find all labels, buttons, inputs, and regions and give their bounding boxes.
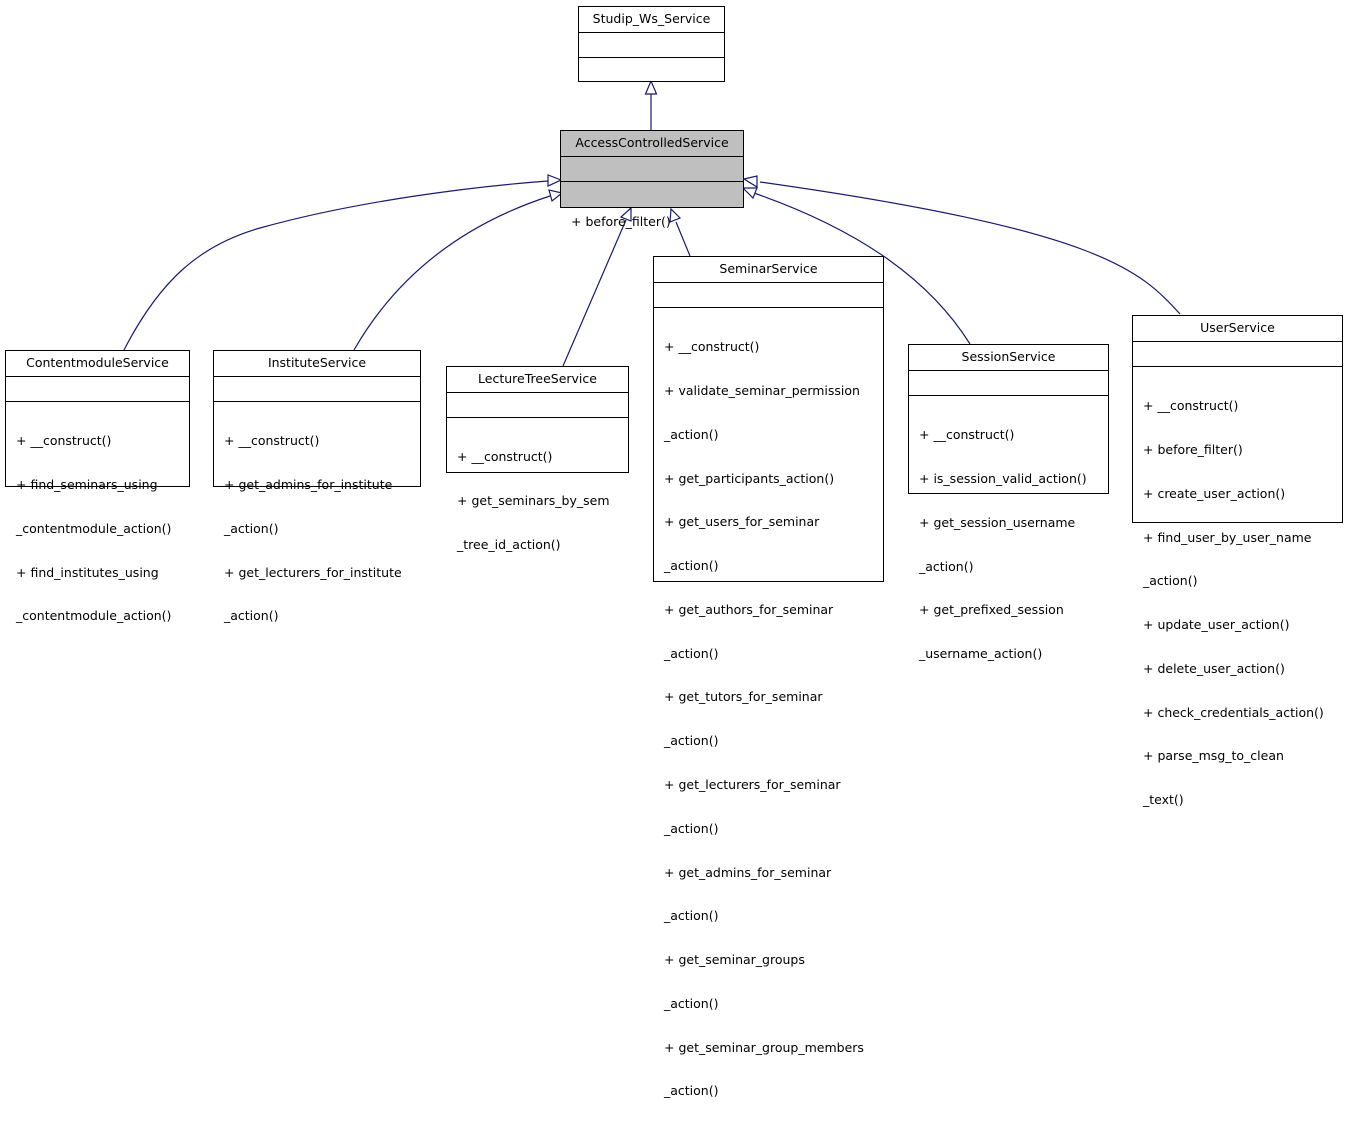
operation: + before_filter() [1143, 441, 1243, 457]
operation: + __construct() [1143, 398, 1239, 414]
operation: + get_admins_for_seminar [664, 864, 832, 880]
class-attributes [561, 157, 743, 182]
class-user-service: UserService + __construct() + before_fil… [1132, 315, 1343, 807]
operation: + find_user_by_user_name [1143, 529, 1312, 545]
class-institute-service: InstituteService + __construct() + get_a… [213, 350, 421, 623]
class-name: Studip_Ws_Service [579, 7, 724, 33]
operation: + is_session_valid_action() [919, 470, 1087, 486]
class-attributes [579, 33, 724, 58]
class-name: SeminarService [654, 257, 883, 283]
class-attributes [214, 377, 420, 402]
operation: + get_authors_for_seminar [664, 601, 834, 617]
edge-session-to-access [753, 192, 971, 345]
operation: + find_seminars_using [16, 476, 158, 492]
operation: + get_lecturers_for_institute [224, 564, 402, 580]
operation: + get_seminar_groups [664, 952, 805, 968]
operation: _action() [664, 908, 719, 924]
class-operations: + before_filter() [561, 182, 743, 262]
operation: _action() [919, 558, 974, 574]
operation: + get_prefixed_session [919, 602, 1064, 618]
class-attributes [1133, 342, 1342, 367]
operation: + update_user_action() [1143, 617, 1290, 633]
operation: _action() [1143, 573, 1198, 589]
class-session-service: SessionService + __construct() + is_sess… [908, 344, 1109, 661]
class-contentmodule-service: ContentmoduleService + __construct() + f… [5, 350, 190, 623]
edge-user-to-access [759, 181, 1181, 315]
class-name: InstituteService [214, 351, 420, 377]
operation: + parse_msg_to_clean [1143, 748, 1284, 764]
arrowhead-content [547, 174, 563, 187]
operation: + get_seminars_by_sem [457, 492, 610, 508]
operation: + get_tutors_for_seminar [664, 689, 823, 705]
edge-content-to-access [123, 180, 549, 351]
arrowhead-user [742, 175, 758, 189]
operation: + find_institutes_using [16, 564, 159, 580]
operation: _action() [224, 608, 279, 624]
operation: + get_session_username [919, 514, 1076, 530]
class-name: SessionService [909, 345, 1108, 371]
edge-institute-to-access [353, 195, 551, 351]
class-operations: + __construct() + before_filter() + crea… [1133, 367, 1342, 840]
class-name: AccessControlledService [561, 131, 743, 157]
operation: + validate_seminar_permission [664, 382, 860, 398]
operation: + __construct() [457, 449, 553, 465]
class-name: ContentmoduleService [6, 351, 189, 377]
operation: + get_seminar_group_members [664, 1039, 864, 1055]
class-seminar-service: SeminarService + __construct() + validat… [653, 256, 884, 1098]
class-attributes [447, 393, 628, 418]
operation: _action() [664, 558, 719, 574]
operation: + check_credentials_action() [1143, 704, 1324, 720]
operation: _action() [664, 733, 719, 749]
operation: _action() [224, 520, 279, 536]
operation: _username_action() [919, 646, 1043, 662]
class-attributes [6, 377, 189, 402]
operation: + __construct() [664, 339, 760, 355]
arrowhead-institute [548, 189, 564, 203]
operation: + get_users_for_seminar [664, 514, 820, 530]
operation: _action() [664, 820, 719, 836]
class-operations: + __construct() + find_seminars_using _c… [6, 402, 189, 656]
operation: _text() [1143, 792, 1184, 808]
class-attributes [909, 371, 1108, 396]
class-operations: + __construct() + validate_seminar_permi… [654, 308, 883, 1131]
class-name: LectureTreeService [447, 367, 628, 393]
arrowhead-lecture [619, 206, 632, 222]
operation: + __construct() [224, 433, 320, 449]
class-name: UserService [1133, 316, 1342, 342]
class-studip-ws-service: Studip_Ws_Service [578, 6, 725, 82]
operation: + create_user_action() [1143, 485, 1286, 501]
operation: + get_participants_action() [664, 470, 835, 486]
class-operations: + __construct() + get_admins_for_institu… [214, 402, 420, 656]
operation: _contentmodule_action() [16, 520, 172, 536]
operation: + delete_user_action() [1143, 660, 1285, 676]
class-operations: + __construct() + get_seminars_by_sem _t… [447, 418, 628, 585]
class-lecture-tree-service: LectureTreeService + __construct() + get… [446, 366, 629, 551]
arrowhead-seminar [669, 207, 682, 223]
operation: + get_admins_for_institute [224, 476, 393, 492]
operation: + __construct() [16, 433, 112, 449]
operation: _action() [664, 995, 719, 1011]
class-access-controlled-service: AccessControlledService + before_filter(… [560, 130, 744, 229]
class-attributes [654, 283, 883, 308]
edge-seminar-to-access [675, 221, 691, 257]
operation: _tree_id_action() [457, 536, 561, 552]
operation: + before_filter() [571, 214, 671, 230]
operation: _contentmodule_action() [16, 608, 172, 624]
arrowhead-session [741, 187, 758, 200]
inheritance-edges [123, 79, 1181, 367]
operation: + __construct() [919, 427, 1015, 443]
operation: _action() [664, 426, 719, 442]
operation: + get_lecturers_for_seminar [664, 777, 841, 792]
edge-lecture-to-access [562, 219, 627, 367]
class-operations: + __construct() + is_session_valid_actio… [909, 396, 1108, 694]
arrowhead-studip [644, 79, 658, 95]
operation: _action() [664, 645, 719, 661]
operation: _action() [664, 1083, 719, 1099]
